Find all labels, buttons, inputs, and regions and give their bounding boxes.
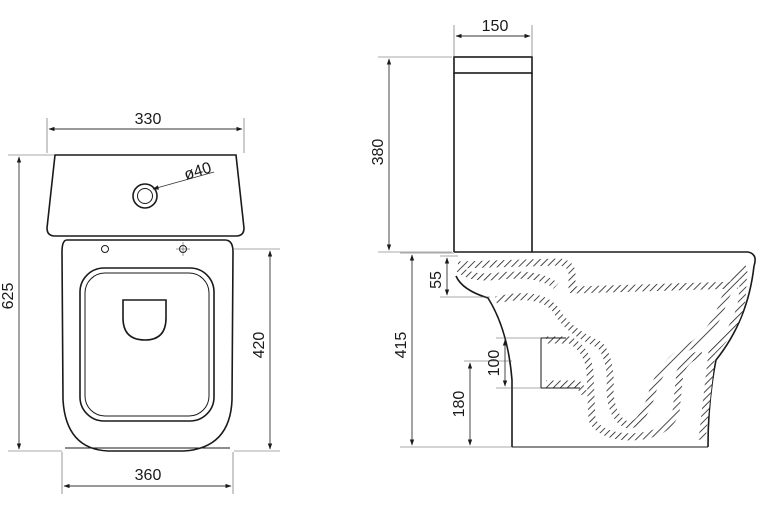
dim-hole-diameter: ø40 bbox=[152, 159, 215, 190]
dim-label-180: 180 bbox=[451, 391, 468, 418]
front-view: 330 ø40 625 420 360 bbox=[0, 111, 280, 494]
dim-side-inlet-offset: 55 bbox=[428, 255, 490, 298]
dim-side-tank-depth: 150 bbox=[453, 18, 533, 57]
flush-button-hole bbox=[132, 183, 158, 209]
side-view: 150 380 55 415 100 bbox=[370, 18, 756, 448]
dim-front-bowl-height: 420 bbox=[234, 248, 280, 452]
dim-label-100: 100 bbox=[486, 350, 503, 377]
dim-side-outlet-height: 180 bbox=[451, 360, 512, 446]
dim-label-360: 360 bbox=[135, 467, 162, 484]
dim-side-bowl-height: 415 bbox=[393, 252, 512, 448]
side-back-profile bbox=[707, 265, 755, 448]
dim-front-total-height: 625 bbox=[0, 154, 62, 452]
seat-inner bbox=[84, 272, 210, 417]
dim-front-base-width: 360 bbox=[61, 452, 234, 494]
dim-label-380: 380 bbox=[370, 139, 387, 166]
seat-fixing-screws bbox=[101, 242, 190, 256]
dim-label-d40: ø40 bbox=[182, 159, 213, 183]
dim-label-415: 415 bbox=[393, 332, 410, 359]
side-section-hatching bbox=[455, 258, 749, 441]
front-bowl bbox=[61, 239, 234, 452]
seat-outer bbox=[79, 267, 215, 422]
dim-label-625: 625 bbox=[0, 283, 17, 310]
dim-side-outlet-diameter: 100 bbox=[486, 337, 541, 389]
side-bowl-top bbox=[454, 251, 756, 267]
dim-label-420: 420 bbox=[251, 332, 268, 359]
lid-handle bbox=[122, 299, 167, 341]
front-tank bbox=[46, 154, 245, 237]
side-tank-lid bbox=[453, 56, 533, 74]
dim-label-150: 150 bbox=[482, 18, 509, 35]
dim-side-tank-height: 380 bbox=[370, 56, 452, 253]
side-outlet bbox=[540, 337, 580, 389]
side-front-profile bbox=[455, 275, 513, 447]
dim-front-tank-width: 330 bbox=[46, 111, 245, 153]
dim-label-330: 330 bbox=[135, 111, 162, 128]
side-tank bbox=[453, 73, 533, 252]
dim-label-55: 55 bbox=[428, 271, 445, 289]
